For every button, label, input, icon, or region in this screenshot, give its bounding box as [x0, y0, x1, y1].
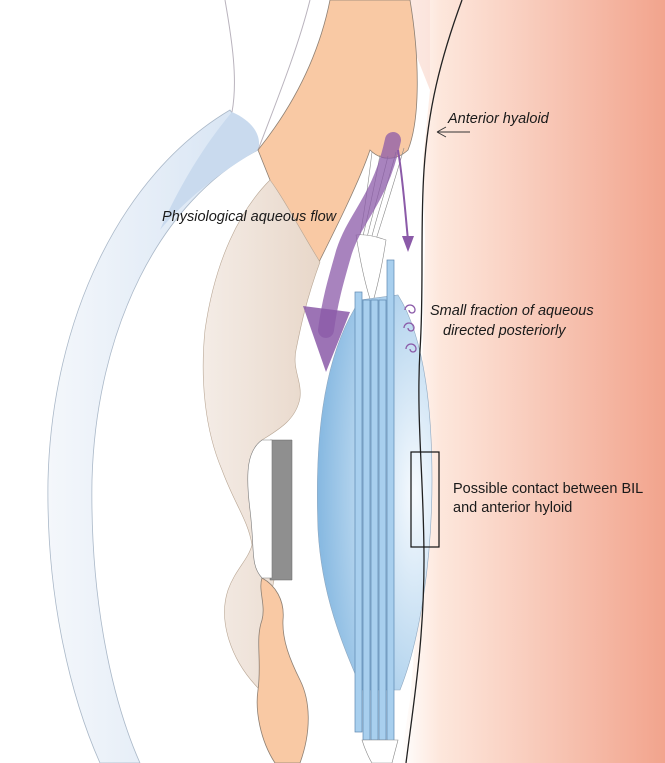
anterior-hyaloid-label: Anterior hyaloid [448, 110, 549, 129]
bil-plates [355, 260, 394, 745]
posterior-flow-arrow-icon [398, 150, 414, 252]
lens-bottom-notch [362, 740, 398, 763]
possible-contact-label-line2: and anterior hyloid [453, 499, 572, 518]
iris-lower [257, 578, 308, 763]
possible-contact-label-line1: Possible contact between BIL [453, 480, 643, 499]
iris-stroma [203, 180, 320, 690]
physiological-flow-label: Physiological aqueous flow [162, 208, 336, 227]
small-fraction-label-line2: directed posteriorly [443, 322, 566, 341]
pupil-margin [270, 440, 292, 580]
small-fraction-label-line1: Small fraction of aqueous [430, 302, 594, 321]
